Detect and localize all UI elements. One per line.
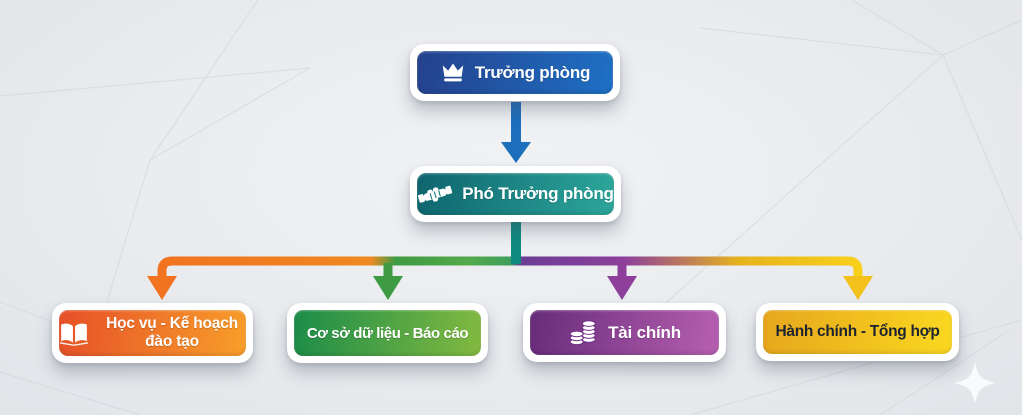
open-book-icon (59, 321, 89, 346)
arrowhead-green (373, 276, 403, 300)
node-hoc-vu: Học vụ - Kế hoạch đào tạo (52, 303, 253, 363)
arrowhead-purple (607, 276, 637, 300)
node-label: Trưởng phòng (474, 62, 591, 82)
node-label: Cơ sở dữ liệu - Báo cáo (306, 324, 469, 342)
handshake-icon (417, 182, 453, 206)
node-label: Tài chính (608, 322, 681, 342)
coins-icon (568, 319, 599, 346)
crown-icon (440, 62, 466, 83)
arrowhead-orange (147, 276, 177, 300)
node-label: Học vụ - Kế hoạch đào tạo (106, 314, 238, 350)
node-tai-chinh: Tài chính (523, 303, 726, 362)
node-co-so-du-lieu: Cơ sở dữ liệu - Báo cáo (287, 303, 488, 363)
arrowhead-yellow (843, 276, 873, 300)
node-label: Hành chính - Tổng hợp (775, 323, 940, 340)
node-hanh-chinh: Hành chính - Tổng hợp (756, 303, 959, 361)
node-truong-phong: Trưởng phòng (410, 44, 620, 101)
sparkle-star (954, 362, 996, 404)
branch-trunk (157, 256, 863, 278)
node-label: Phó Trưởng phòng (462, 184, 614, 203)
node-pho-truong-phong: Phó Trưởng phòng (410, 166, 621, 222)
arrow-blue (501, 102, 531, 163)
